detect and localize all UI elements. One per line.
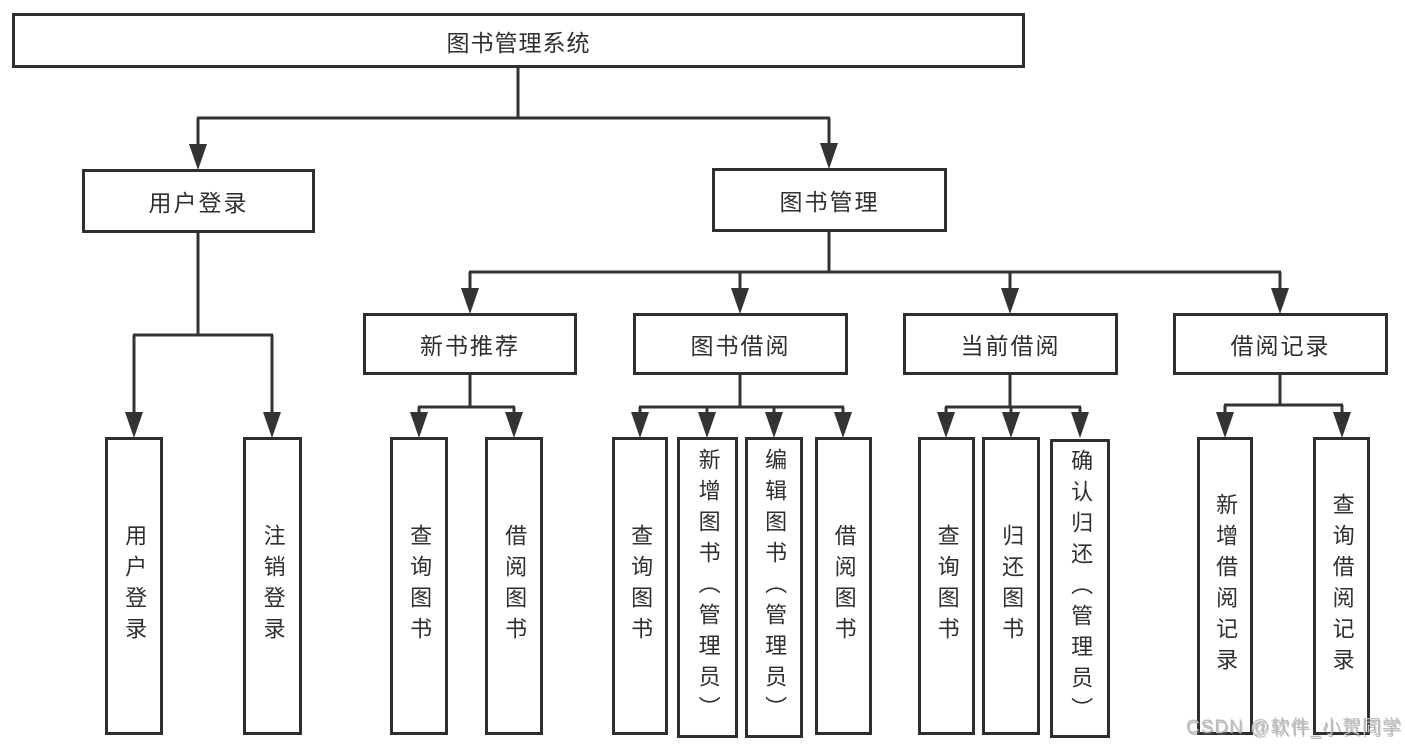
node-label: 新书推荐 — [420, 333, 520, 359]
leaf-label: 归还图书 — [999, 524, 1025, 648]
node-borrow-records: 借阅记录 — [1173, 313, 1388, 375]
leaf-label: 查询借阅记录 — [1329, 493, 1355, 679]
leaf-current-query-books: 查询图书 — [918, 437, 975, 735]
arrow-down-icon — [834, 412, 852, 438]
connector-root-to-level2 — [196, 68, 831, 146]
leaf-label: 确认归还（管理员） — [1068, 449, 1094, 728]
leaf-label: 查询图书 — [407, 524, 433, 648]
arrow-down-icon — [1216, 412, 1234, 438]
leaf-label: 借阅图书 — [502, 524, 528, 648]
leaf-label: 新增图书（管理员） — [695, 448, 721, 727]
connector-book-borrow-branch — [638, 375, 845, 414]
leaf-current-confirm-return-admin: 确认归还（管理员） — [1050, 439, 1110, 738]
leaf-user-login: 用户登录 — [105, 437, 163, 735]
node-label: 借阅记录 — [1230, 333, 1331, 359]
arrow-down-icon — [1271, 288, 1289, 314]
leaf-borrow-query-books: 查询图书 — [612, 437, 668, 735]
arrow-down-icon — [189, 144, 207, 170]
arrow-down-icon — [631, 412, 649, 438]
leaf-records-add-record: 新增借阅记录 — [1197, 437, 1253, 735]
connector-user-login-branch — [132, 233, 274, 414]
leaf-recommend-query-books: 查询图书 — [390, 437, 448, 735]
connector-borrow-records-branch — [1223, 375, 1344, 414]
arrow-down-icon — [698, 412, 716, 438]
leaf-current-return-books: 归还图书 — [982, 437, 1040, 735]
leaf-label: 新增借阅记录 — [1213, 493, 1239, 679]
leaf-label: 用户登录 — [122, 524, 148, 648]
watermark: CSDN @软件_小贺同学 — [1186, 717, 1402, 738]
arrow-down-icon — [937, 412, 955, 438]
leaf-label: 借阅图书 — [831, 524, 857, 648]
node-library-management-system: 图书管理系统 — [12, 13, 1025, 68]
arrow-down-icon — [820, 143, 838, 169]
connector-book-management-branch — [468, 232, 1282, 290]
leaf-records-query-record: 查询借阅记录 — [1313, 437, 1370, 735]
connector-new-book-branch — [417, 375, 516, 414]
node-new-book-recommend: 新书推荐 — [363, 313, 577, 375]
node-current-borrow: 当前借阅 — [903, 313, 1118, 375]
arrow-down-icon — [1001, 288, 1019, 314]
arrow-down-icon — [461, 288, 479, 314]
arrow-down-icon — [731, 288, 749, 314]
arrow-down-icon — [505, 412, 523, 438]
node-book-borrow: 图书借阅 — [633, 313, 848, 375]
arrow-down-icon — [125, 412, 143, 438]
node-label: 当前借阅 — [960, 333, 1061, 359]
leaf-label: 注销登录 — [260, 524, 286, 648]
node-label: 图书借阅 — [690, 333, 791, 359]
leaf-borrow-borrow-books: 借阅图书 — [815, 437, 872, 735]
arrow-down-icon — [1071, 412, 1089, 438]
arrow-down-icon — [263, 412, 281, 438]
arrow-down-icon — [1002, 412, 1020, 438]
leaf-borrow-edit-books-admin: 编辑图书（管理员） — [745, 437, 803, 738]
leaf-label: 查询图书 — [628, 524, 654, 648]
arrow-down-icon — [765, 412, 783, 438]
arrow-down-icon — [410, 412, 428, 438]
connector-current-borrow-branch — [944, 375, 1082, 414]
arrow-down-icon — [1333, 412, 1351, 438]
node-user-login: 用户登录 — [82, 169, 315, 233]
node-label: 图书管理 — [779, 189, 880, 215]
node-book-management: 图书管理 — [712, 168, 947, 232]
leaf-logout-login: 注销登录 — [243, 437, 302, 735]
leaf-borrow-add-books-admin: 新增图书（管理员） — [677, 437, 738, 738]
node-label: 图书管理系统 — [446, 29, 591, 56]
node-label: 用户登录 — [148, 190, 249, 216]
leaf-label: 查询图书 — [934, 524, 960, 648]
leaf-label: 编辑图书（管理员） — [762, 448, 788, 727]
leaf-recommend-borrow-books: 借阅图书 — [485, 437, 543, 735]
